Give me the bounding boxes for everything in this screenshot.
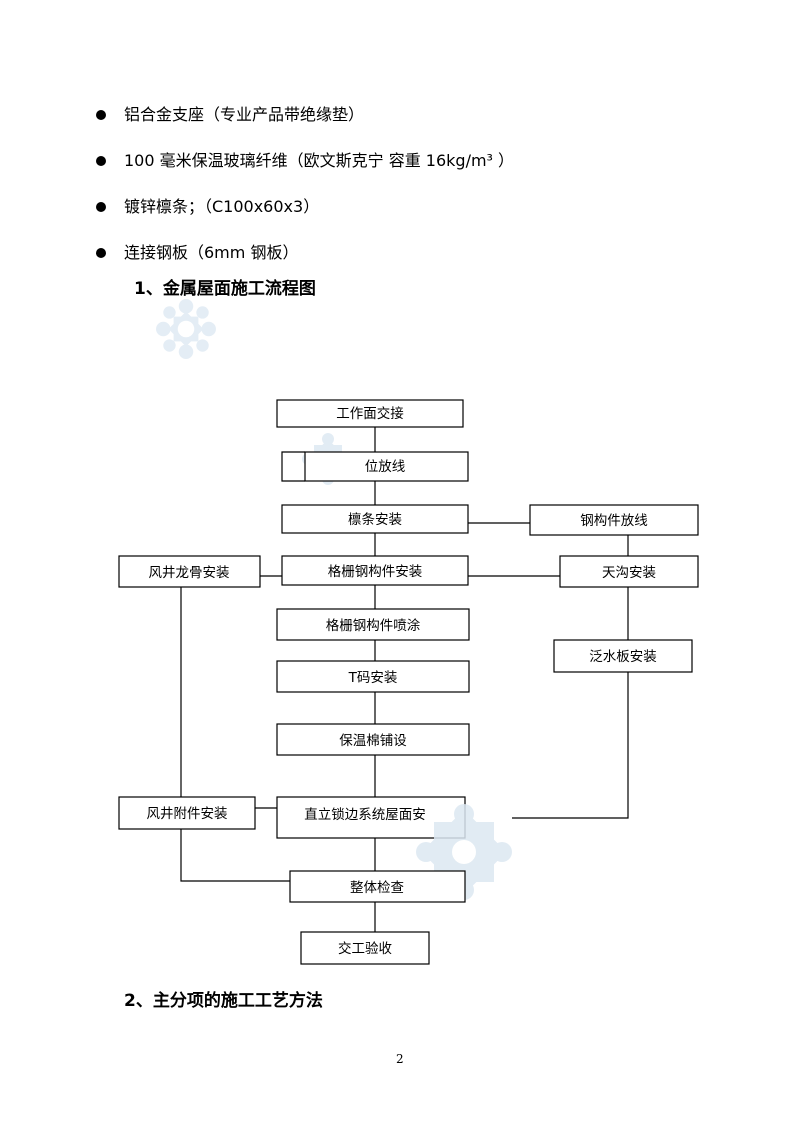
svg-text:泛水板安装: 泛水板安装 — [589, 649, 657, 665]
section-1-heading: 1、金属屋面施工流程图 — [134, 279, 316, 299]
flow-node-flashing: 泛水板安装 — [553, 639, 693, 673]
flow-node-grid-spray: 格栅钢构件喷涂 — [276, 608, 470, 641]
flow-node-handover: 工作面交接 — [276, 399, 464, 428]
material-list: 铝合金支座（专业产品带绝缘垫） 100 毫米保温玻璃纤维（欧文斯克宁 容重 16… — [96, 100, 514, 284]
flow-node-standing-seam: 直立锁边系统屋面安 — [276, 796, 466, 839]
watermark-icon — [156, 299, 216, 359]
flow-node-gutter: 天沟安装 — [559, 555, 699, 588]
bullet-icon — [96, 202, 106, 212]
flow-node-acceptance: 交工验收 — [300, 931, 430, 965]
flow-node-shaft-accessory: 风井附件安装 — [118, 796, 256, 830]
svg-text:保温棉铺设: 保温棉铺设 — [339, 733, 407, 749]
svg-text:T码安装: T码安装 — [348, 670, 398, 686]
bullet-icon — [96, 110, 106, 120]
svg-text:天沟安装: 天沟安装 — [602, 565, 656, 581]
list-item: 铝合金支座（专业产品带绝缘垫） — [96, 100, 514, 146]
svg-text:风井附件安装: 风井附件安装 — [147, 806, 228, 822]
flow-node-grid-steel: 格栅钢构件安装 — [281, 555, 469, 586]
flow-node-purlin-install: 檩条安装 — [281, 504, 469, 534]
list-item: 100 毫米保温玻璃纤维（欧文斯克宁 容重 16kg/m³ ） — [96, 146, 514, 192]
flow-node-positioning: 位放线 — [304, 451, 469, 482]
list-item: 连接钢板（6mm 钢板） — [96, 238, 514, 284]
svg-text:风井龙骨安装: 风井龙骨安装 — [149, 565, 230, 581]
page-number: 2 — [396, 1052, 404, 1066]
svg-text:檩条安装: 檩条安装 — [348, 511, 402, 528]
bullet-icon — [96, 248, 106, 258]
section-2-heading: 2、主分项的施工工艺方法 — [124, 991, 323, 1011]
flow-node-t-code: T码安装 — [276, 660, 470, 693]
flow-node-shaft-frame: 风井龙骨安装 — [118, 555, 261, 588]
list-item: 镀锌檩条；（C100x60x3） — [96, 192, 514, 238]
svg-text:工作面交接: 工作面交接 — [336, 405, 404, 422]
flow-node-steel-layout: 钢构件放线 — [529, 504, 699, 536]
svg-text:交工验收: 交工验收 — [338, 940, 392, 957]
svg-text:钢构件放线: 钢构件放线 — [580, 513, 648, 529]
svg-text:格栅钢构件喷涂: 格栅钢构件喷涂 — [326, 618, 421, 634]
svg-text:直立锁边系统屋面安: 直立锁边系统屋面安 — [304, 807, 426, 823]
svg-text:位放线: 位放线 — [365, 459, 406, 475]
svg-text:整体检查: 整体检查 — [350, 880, 404, 896]
flow-node-insulation: 保温棉铺设 — [276, 723, 470, 756]
svg-text:格栅钢构件安装: 格栅钢构件安装 — [328, 564, 423, 580]
bullet-icon — [96, 156, 106, 166]
flow-node-inspection: 整体检查 — [289, 870, 466, 903]
